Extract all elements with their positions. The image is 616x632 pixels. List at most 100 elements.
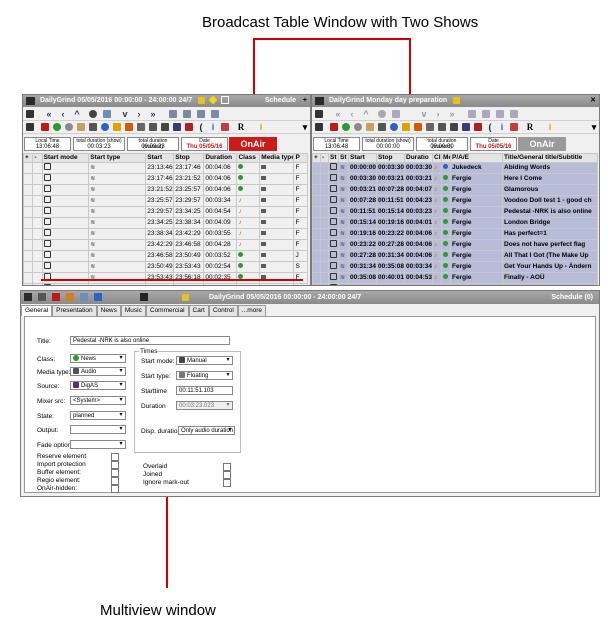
- header-media-right[interactable]: Me: [441, 153, 451, 163]
- left-broadcast-window[interactable]: DailyGrind 05/05/2016 00:00:00 - 24:00:0…: [22, 94, 311, 286]
- info-icon[interactable]: i: [211, 122, 215, 132]
- last-icon[interactable]: »: [150, 109, 156, 119]
- right-window-titlebar[interactable]: DailyGrind Monday day preparation ✕: [312, 95, 599, 107]
- table-row[interactable]: ≋23:56:1823:59:2000:03:02F: [23, 283, 308, 285]
- up-icon-right[interactable]: ^: [363, 109, 369, 119]
- onair-hidden-checkbox[interactable]: [111, 485, 119, 493]
- money-icon[interactable]: [113, 123, 121, 131]
- disp-duration-select[interactable]: Only audio duration ▾: [178, 426, 235, 435]
- buffer-checkbox[interactable]: [111, 469, 119, 477]
- header-collapse[interactable]: -: [32, 153, 43, 163]
- delete-icon-right[interactable]: [330, 123, 338, 131]
- duration-field[interactable]: 00:03:23.023 ▾: [176, 401, 233, 410]
- video-icon-right[interactable]: [462, 123, 470, 131]
- header-collapse-right[interactable]: -: [320, 153, 329, 163]
- green-class-icon[interactable]: [53, 123, 61, 131]
- header-class[interactable]: Class: [236, 153, 261, 163]
- previous-icon[interactable]: ‹: [61, 109, 65, 119]
- media-type-select[interactable]: Audio ▾: [70, 367, 126, 376]
- import-checkbox[interactable]: [111, 461, 119, 469]
- film-icon[interactable]: [137, 123, 145, 131]
- header-start-mode-right[interactable]: St: [328, 153, 339, 163]
- next-icon[interactable]: ›: [137, 109, 141, 119]
- add-icon[interactable]: +: [302, 97, 307, 104]
- blue-class-icon-right[interactable]: [390, 123, 398, 131]
- speaker-icon[interactable]: [149, 123, 157, 131]
- start-mode-select[interactable]: Manual ▾: [176, 356, 233, 365]
- ignore-markout-checkbox[interactable]: [223, 479, 231, 487]
- header-class-right[interactable]: Cl: [432, 153, 442, 163]
- header-expand-right[interactable]: +: [312, 153, 321, 163]
- marker-icon[interactable]: [221, 123, 229, 131]
- save-icon[interactable]: [139, 293, 148, 301]
- header-pae-right[interactable]: P/A/E: [450, 153, 503, 163]
- insert-after-icon-right[interactable]: [482, 110, 490, 118]
- header-media-type[interactable]: Media type: [259, 153, 295, 163]
- up-icon[interactable]: ^: [74, 109, 80, 119]
- tab-commercial[interactable]: Commercial: [145, 305, 189, 316]
- bracket-icon-right[interactable]: (: [488, 122, 492, 132]
- tab-general[interactable]: General: [21, 305, 53, 316]
- next-icon-right[interactable]: ›: [436, 109, 440, 119]
- record-icon[interactable]: [185, 123, 193, 131]
- money-icon-right[interactable]: [402, 123, 410, 131]
- speaker-icon-right[interactable]: [438, 123, 446, 131]
- plug-icon-right[interactable]: [450, 123, 458, 131]
- group-icon[interactable]: [211, 110, 219, 118]
- video-icon[interactable]: [173, 123, 181, 131]
- header-start-type-right[interactable]: St: [338, 153, 349, 163]
- cart-icon[interactable]: [77, 123, 85, 131]
- comment-icon-right[interactable]: [354, 123, 362, 131]
- reserve-checkbox[interactable]: [111, 453, 119, 461]
- user-icon-right[interactable]: i: [548, 122, 552, 132]
- tab-news[interactable]: News: [96, 305, 121, 316]
- target-icon-right[interactable]: [378, 110, 386, 118]
- header-start-mode[interactable]: Start mode: [41, 153, 90, 163]
- header-start-type[interactable]: Start type: [88, 153, 147, 163]
- header-p[interactable]: P: [293, 153, 308, 163]
- record-icon-right[interactable]: [474, 123, 482, 131]
- left-broadcast-table[interactable]: + - Start mode Start type Start Stop Dur…: [23, 153, 308, 285]
- toolbar-dropdown-icon-right[interactable]: ▾: [591, 122, 597, 132]
- group-icon-right[interactable]: [510, 110, 518, 118]
- flag-icon[interactable]: [51, 293, 60, 301]
- header-duration[interactable]: Duration: [203, 153, 238, 163]
- first-icon[interactable]: «: [46, 109, 52, 119]
- title-field[interactable]: Pedestal -NRK is also online: [70, 336, 230, 345]
- left-window-titlebar[interactable]: DailyGrind 05/05/2016 00:00:00 - 24:00:0…: [23, 95, 310, 107]
- search-icon[interactable]: [37, 293, 46, 301]
- toolbar-dropdown-icon[interactable]: ▾: [302, 122, 308, 132]
- source-select[interactable]: DigAS ▾: [70, 381, 126, 390]
- monitor-icon[interactable]: [93, 293, 102, 301]
- insert-child-icon-right[interactable]: [496, 110, 504, 118]
- close-icon[interactable]: ✕: [590, 97, 596, 104]
- blue-class-icon[interactable]: [101, 123, 109, 131]
- clock-icon-right[interactable]: [378, 123, 386, 131]
- joined-checkbox[interactable]: [223, 471, 231, 479]
- r-icon-right[interactable]: R: [526, 122, 534, 132]
- pencil-icon[interactable]: [24, 293, 32, 301]
- bracket-icon[interactable]: (: [199, 122, 203, 132]
- header-start-right[interactable]: Start: [348, 153, 377, 163]
- delete-icon[interactable]: [41, 123, 49, 131]
- output-select[interactable]: ▾: [70, 425, 126, 434]
- plug-icon[interactable]: [161, 123, 169, 131]
- mixer-select[interactable]: <System> ▾: [70, 396, 126, 405]
